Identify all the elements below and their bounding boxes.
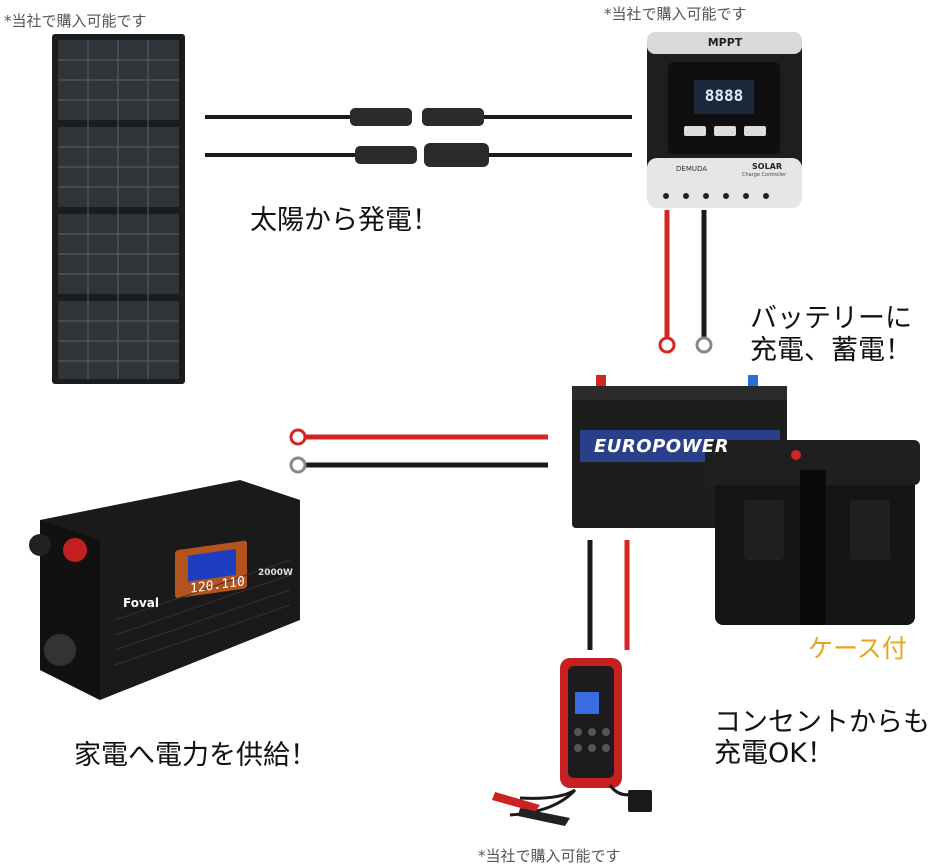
case-caption: ケース付 — [808, 634, 907, 663]
battery-brand: EUROPOWER — [594, 436, 730, 457]
inverter-caption: 家電へ電力を供給！ — [74, 740, 317, 771]
battery-charger — [492, 658, 652, 826]
controller-purchase-note: *当社で購入可能です — [604, 5, 747, 23]
controller-display: 8888 — [704, 86, 744, 105]
controller-brand: DEMUDA — [676, 165, 708, 173]
controller-subtitle: Charge Controller — [742, 172, 787, 178]
battery-caption-line1: バッテリーに — [750, 303, 912, 334]
inverter — [29, 480, 300, 700]
inverter-cables — [289, 428, 548, 474]
outlet-caption-line1: コンセントからも — [714, 707, 930, 738]
charge-controller — [647, 32, 802, 208]
battery-box — [705, 440, 920, 625]
solar-panel — [52, 34, 185, 384]
battery-caption-line2: 充電、蓄電！ — [750, 335, 912, 366]
battery-charger-cables — [587, 540, 630, 650]
inverter-brand: Foval — [123, 596, 159, 610]
inverter-power: 2000W — [258, 568, 293, 578]
charger-purchase-note: *当社で購入可能です — [478, 847, 621, 865]
pv-cables — [205, 108, 632, 167]
controller-model: SOLAR — [752, 162, 783, 171]
outlet-caption-line2: 充電OK！ — [714, 738, 834, 769]
panel-purchase-note: *当社で購入可能です — [4, 12, 147, 30]
solar-caption: 太陽から発電！ — [250, 205, 439, 236]
controller-battery-cables — [658, 210, 713, 354]
controller-label: MPPT — [707, 36, 743, 49]
